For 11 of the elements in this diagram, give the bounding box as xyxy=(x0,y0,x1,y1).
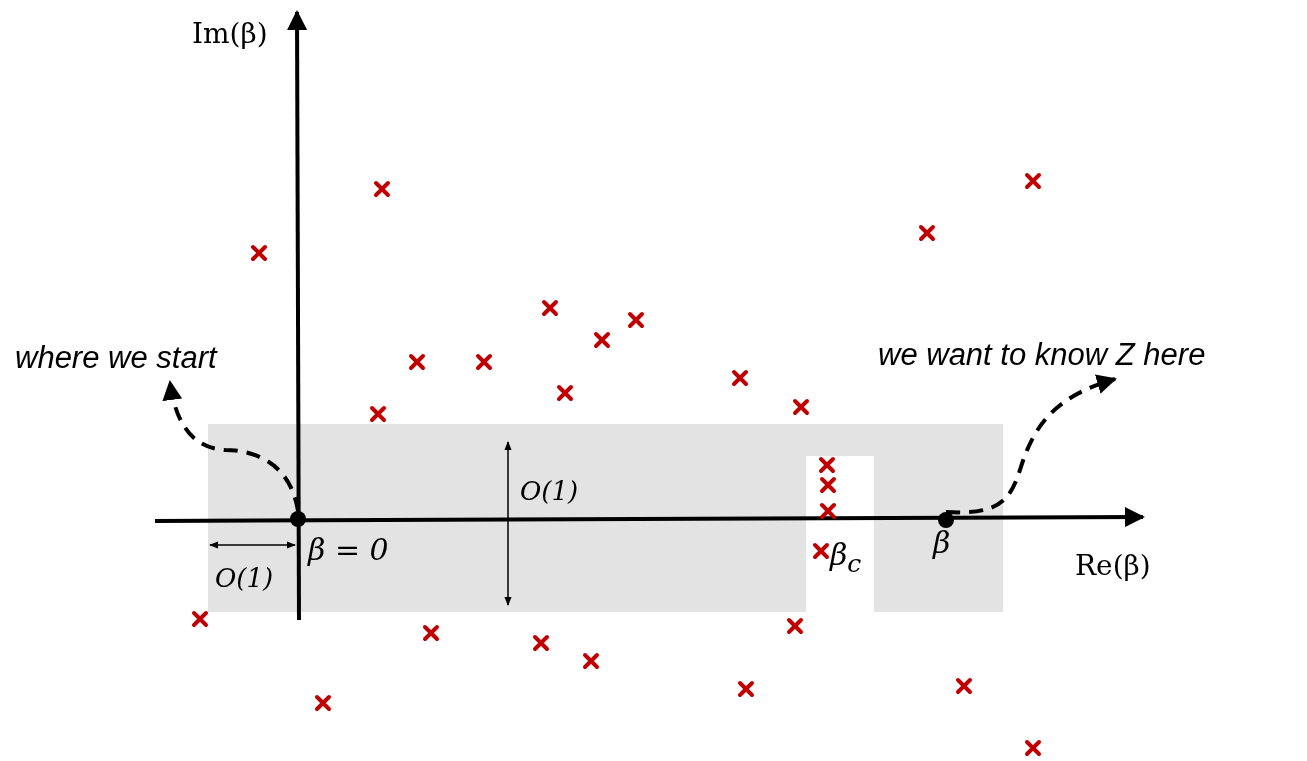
dashed-arrow xyxy=(162,380,300,512)
point-label: β$_{c}$ xyxy=(830,540,862,576)
annotation-text: where we start xyxy=(15,340,217,376)
dashed-arrow xyxy=(945,374,1117,515)
annotation-text: we want to know Z here xyxy=(878,337,1206,373)
point-label: β xyxy=(933,528,951,558)
axis-label: Im(β) xyxy=(192,20,268,48)
dimension-label: O(1) xyxy=(520,478,579,504)
axis-label: Re(β) xyxy=(1075,552,1151,580)
point-label: β = 0 xyxy=(308,535,389,565)
dimension-label: O(1) xyxy=(215,565,274,591)
